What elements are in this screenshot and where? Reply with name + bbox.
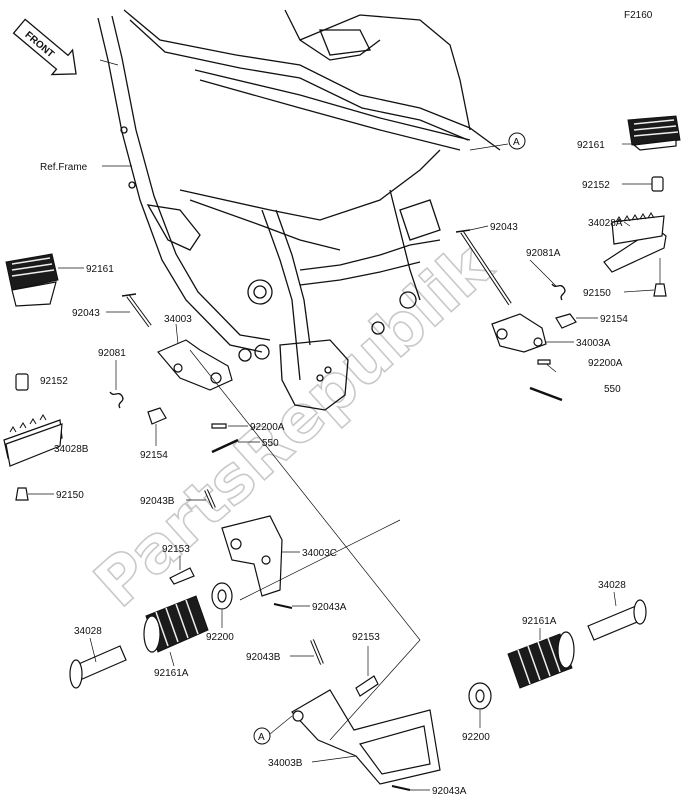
callout-a-lower-text: A: [258, 732, 265, 743]
right-cotter-pin-550: [529, 386, 563, 402]
label-92161-right-top: 92161: [577, 140, 605, 151]
label-92161-left: 92161: [86, 264, 114, 275]
left-bolt-92154: [147, 407, 167, 425]
bracket-34003c: [221, 515, 283, 597]
callout-a-upper-text: A: [513, 137, 520, 148]
label-34028-left: 34028: [74, 626, 102, 637]
label-92150-right: 92150: [583, 288, 611, 299]
right-collar: [651, 176, 664, 192]
label-92081a: 92081A: [526, 248, 561, 259]
label-34003a: 34003A: [576, 338, 611, 349]
watermark-text: PartsRepublik: [81, 228, 507, 622]
watermark: PartsRepublik: [80, 227, 507, 622]
label-34028-right: 34028: [598, 580, 626, 591]
label-92043b-upper: 92043B: [140, 496, 175, 507]
callout-a-upper: A: [469, 132, 526, 151]
peg-shaft-34028-right: [587, 599, 647, 641]
label-92200-right: 92200: [462, 732, 490, 743]
peg-shaft-34028-left: [69, 645, 127, 689]
label-92152-right: 92152: [582, 180, 610, 191]
label-92154-right: 92154: [600, 314, 628, 325]
label-92152-left: 92152: [40, 376, 68, 387]
label-550-left: 550: [262, 438, 279, 449]
washer-92200-right: [468, 682, 492, 710]
right-cotter-92200a: [537, 359, 557, 373]
peg-rubber-92161a-left: [143, 595, 209, 653]
bolt-92153-lower: [355, 675, 379, 697]
figure-code: F2160: [624, 10, 653, 21]
right-spring-92081a: [551, 283, 566, 301]
right-bracket-34003a: [491, 313, 547, 353]
label-92043a-lower: 92043A: [432, 786, 467, 797]
pin-92043a-upper: [273, 603, 293, 609]
label-92153-upper: 92153: [162, 544, 190, 555]
label-92043-left: 92043: [72, 308, 100, 319]
label-34003c: 34003C: [302, 548, 337, 559]
left-footpeg: [3, 414, 63, 467]
right-bolt-92150: [653, 258, 667, 297]
left-bolt-92150: [15, 487, 29, 501]
right-footpeg-rubber: [627, 115, 681, 151]
left-spring-92081: [109, 391, 124, 409]
right-pin-92043: [455, 229, 512, 306]
left-pin-92043: [121, 293, 152, 328]
assembly-line-left: [189, 349, 421, 741]
left-cotter-pin-550: [211, 438, 239, 454]
label-550-right: 550: [604, 384, 621, 395]
label-92200a-left: 92200A: [250, 422, 285, 433]
bracket-34003b: [291, 689, 441, 785]
front-arrow: FRONT: [12, 18, 77, 76]
label-92081: 92081: [98, 348, 126, 359]
label-92043b-lower: 92043B: [246, 652, 281, 663]
washer-92200-left: [211, 582, 233, 610]
callout-labels: 92161 92152 34028A 92150 92043 92081A 92…: [28, 140, 655, 797]
peg-rubber-92161a-right: [507, 631, 575, 689]
label-92200a-right: 92200A: [588, 358, 623, 369]
pin-92043b-lower: [310, 639, 324, 665]
label-92150-left: 92150: [56, 490, 84, 501]
label-92161a-left: 92161A: [154, 668, 189, 679]
frame: [97, 9, 501, 411]
label-92200-left: 92200: [206, 632, 234, 643]
left-collar: [15, 373, 29, 391]
label-92043-right: 92043: [490, 222, 518, 233]
ref-frame-label: Ref.Frame: [40, 162, 88, 173]
label-34028b: 34028B: [54, 444, 89, 455]
label-34003b: 34003B: [268, 758, 303, 769]
right-bolt-92154: [555, 313, 577, 329]
left-cotter-92200a: [211, 423, 227, 429]
label-92161a-right: 92161A: [522, 616, 557, 627]
callout-a-lower: A: [253, 715, 293, 745]
pin-92043a-lower: [391, 785, 411, 791]
label-92153-lower: 92153: [352, 632, 380, 643]
label-92043a-upper: 92043A: [312, 602, 347, 613]
label-34028a: 34028A: [588, 218, 623, 229]
label-92154-left: 92154: [140, 450, 168, 461]
bolt-92153-upper: [169, 567, 195, 585]
left-bracket-34003: [157, 339, 233, 391]
pin-92043b-upper: [204, 489, 216, 509]
assembly-line-mid: [239, 519, 401, 601]
label-34003: 34003: [164, 314, 192, 325]
left-footpeg-rubber: [5, 253, 59, 307]
